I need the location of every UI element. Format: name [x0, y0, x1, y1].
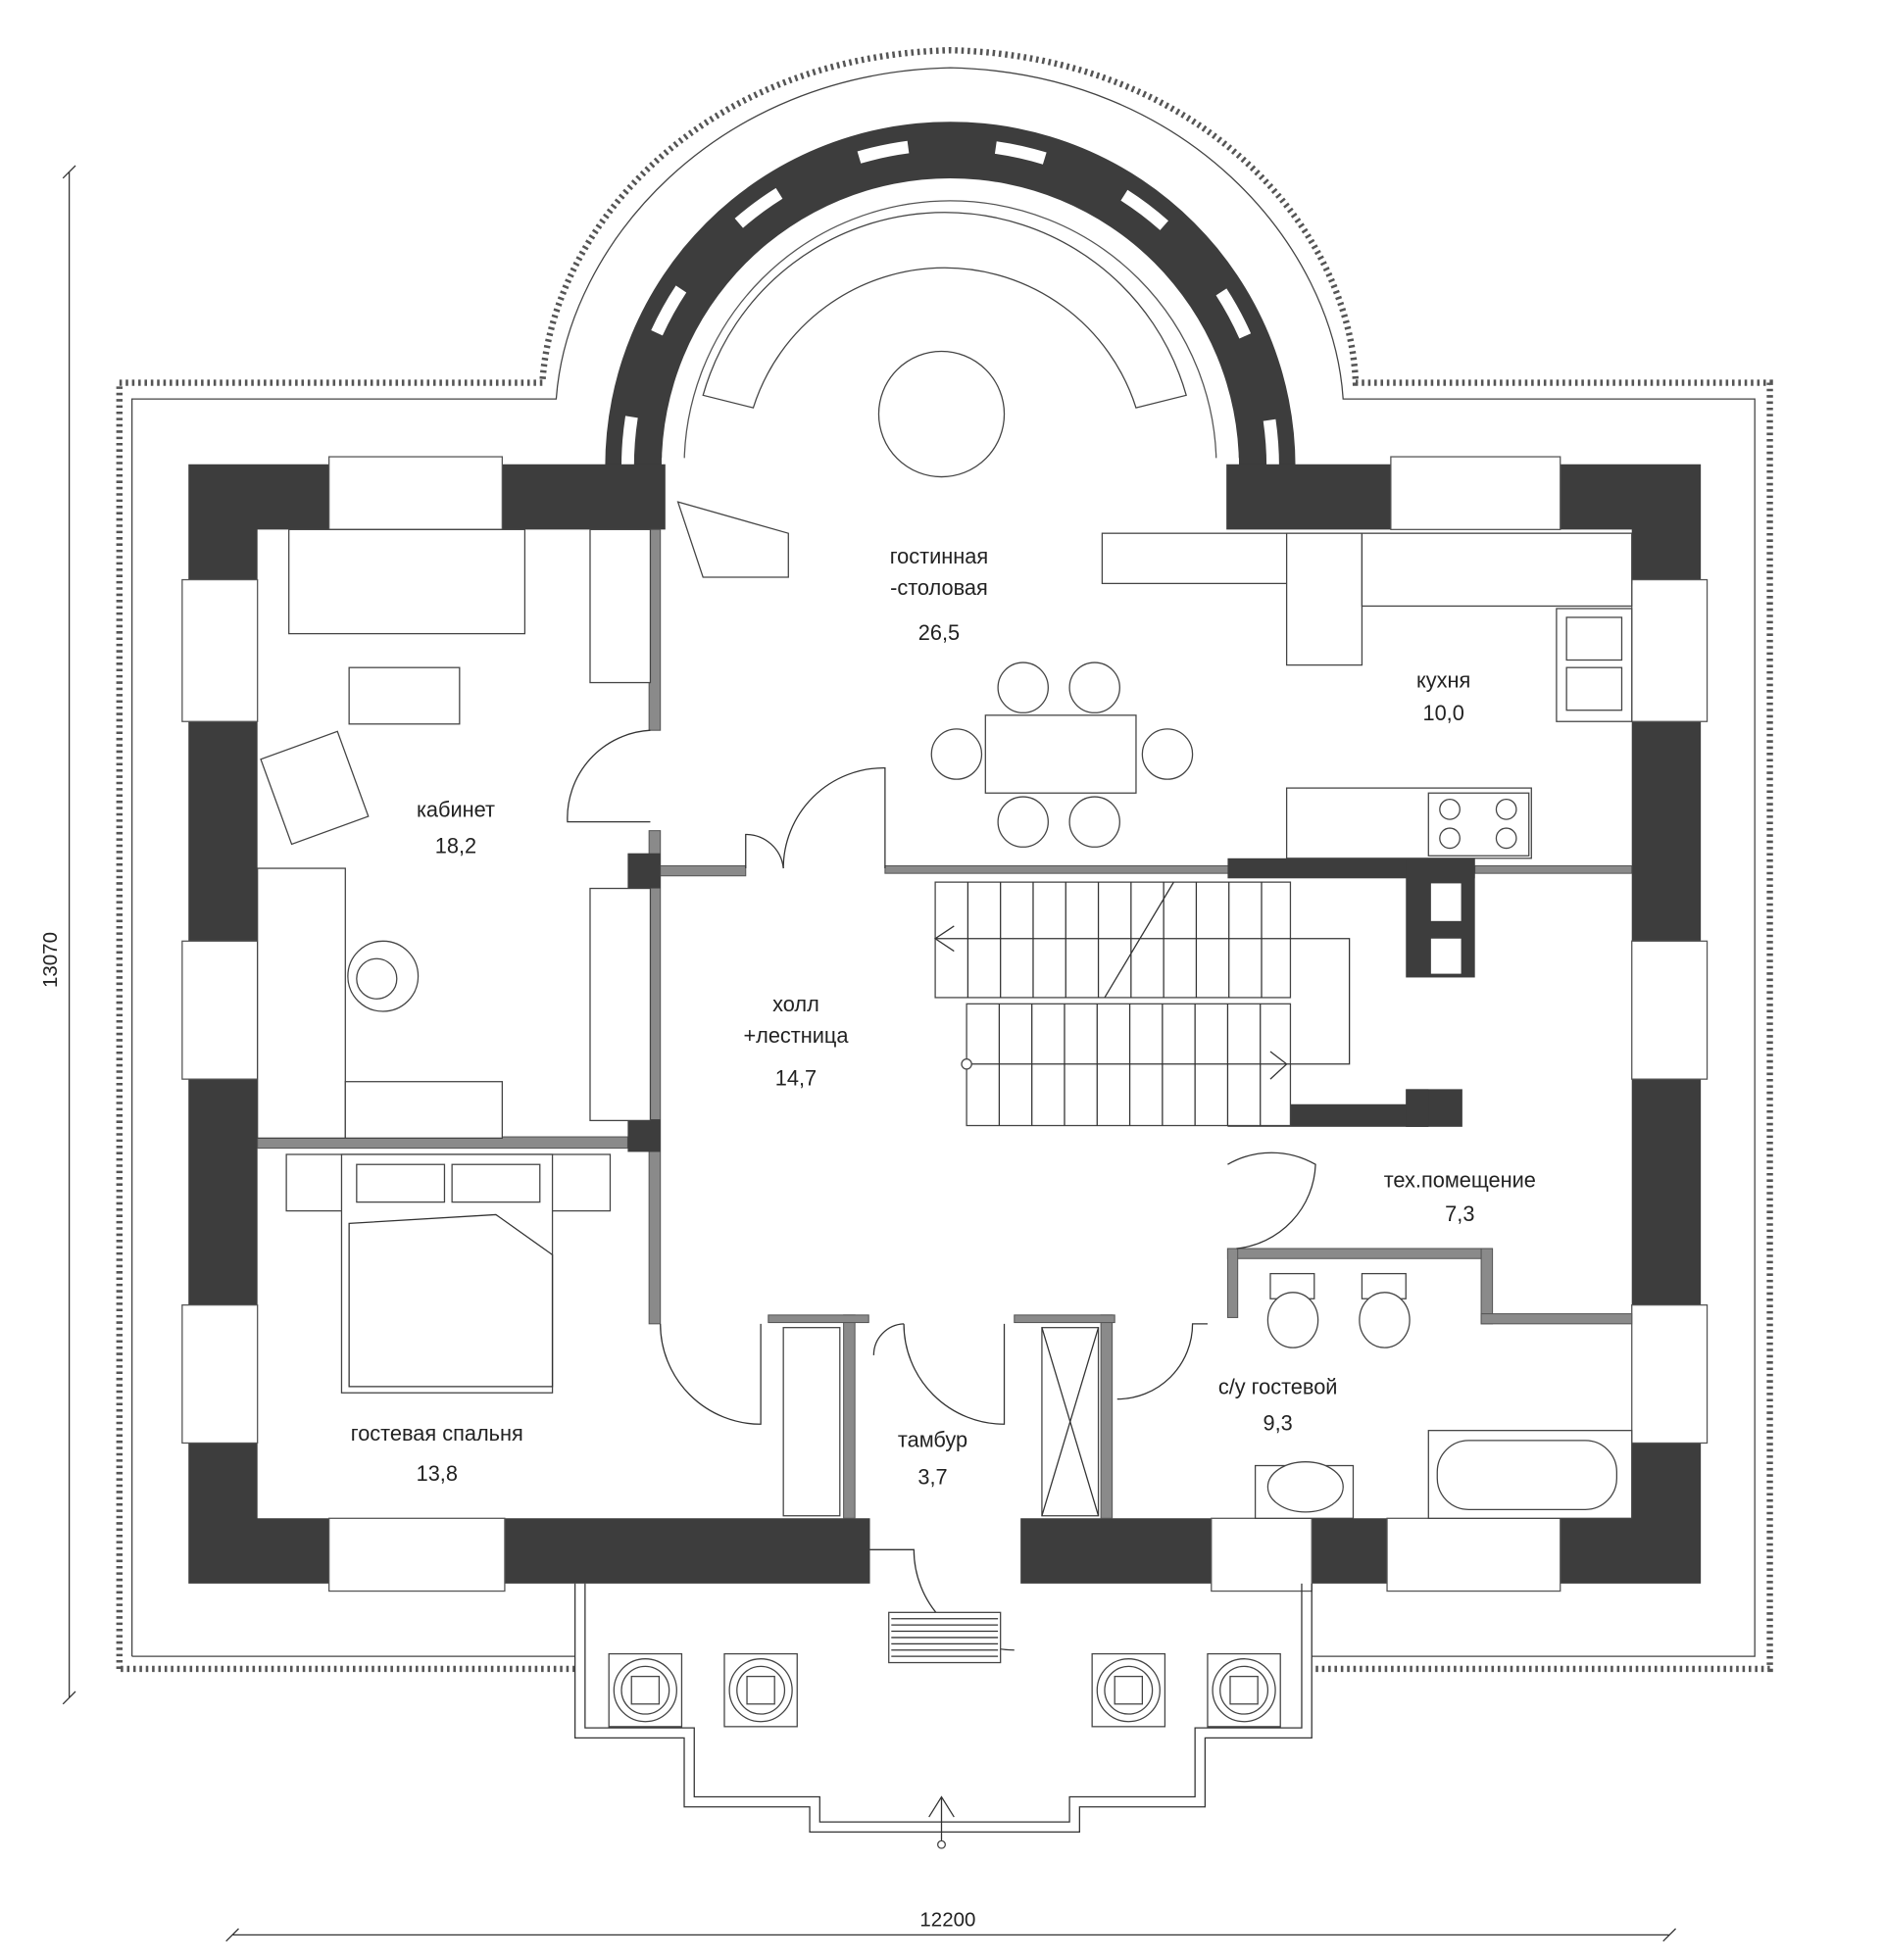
bedroom-furniture [285, 1153, 1100, 1517]
room-labels: гостинная -столовая 26,5 кухня 10,0 каби… [351, 544, 1536, 1490]
bathroom-fixtures [1254, 1272, 1633, 1519]
hall-area: 14,7 [775, 1066, 817, 1091]
kitchen-furniture [1285, 532, 1633, 859]
guest-bedroom-name: гостевая спальня [351, 1421, 523, 1446]
tech-room-area: 7,3 [1445, 1201, 1474, 1226]
study-name: кабинет [417, 798, 495, 822]
doors [567, 729, 1316, 1651]
study-furniture [257, 528, 652, 1139]
tech-room-name: тех.помещение [1384, 1167, 1536, 1192]
kitchen-area: 10,0 [1422, 701, 1463, 725]
terrace-boundary [116, 47, 1773, 1673]
living-room-area: 26,5 [918, 620, 960, 645]
entrance-porch [573, 1583, 1313, 1849]
living-room-name-2: -столовая [890, 575, 988, 600]
dimension-width: 12200 [919, 1908, 975, 1931]
bathroom-area: 9,3 [1264, 1411, 1293, 1436]
hall-name-1: холл [772, 992, 819, 1016]
dimension-lines [62, 165, 1676, 1942]
living-room-name-1: гостинная [890, 544, 988, 568]
interior-walls [257, 528, 1633, 1519]
vestibule-area: 3,7 [917, 1465, 947, 1490]
dimension-height: 13070 [39, 932, 62, 988]
staircase [933, 881, 1351, 1127]
windows [181, 456, 1709, 1592]
kitchen-name: кухня [1416, 668, 1470, 693]
bathroom-name: с/у гостевой [1218, 1375, 1338, 1399]
guest-bedroom-area: 13,8 [417, 1461, 458, 1486]
hall-name-2: +лестница [743, 1023, 849, 1048]
vestibule-name: тамбур [898, 1427, 967, 1451]
study-area: 18,2 [435, 834, 476, 858]
bay-window-wall [605, 122, 1296, 534]
